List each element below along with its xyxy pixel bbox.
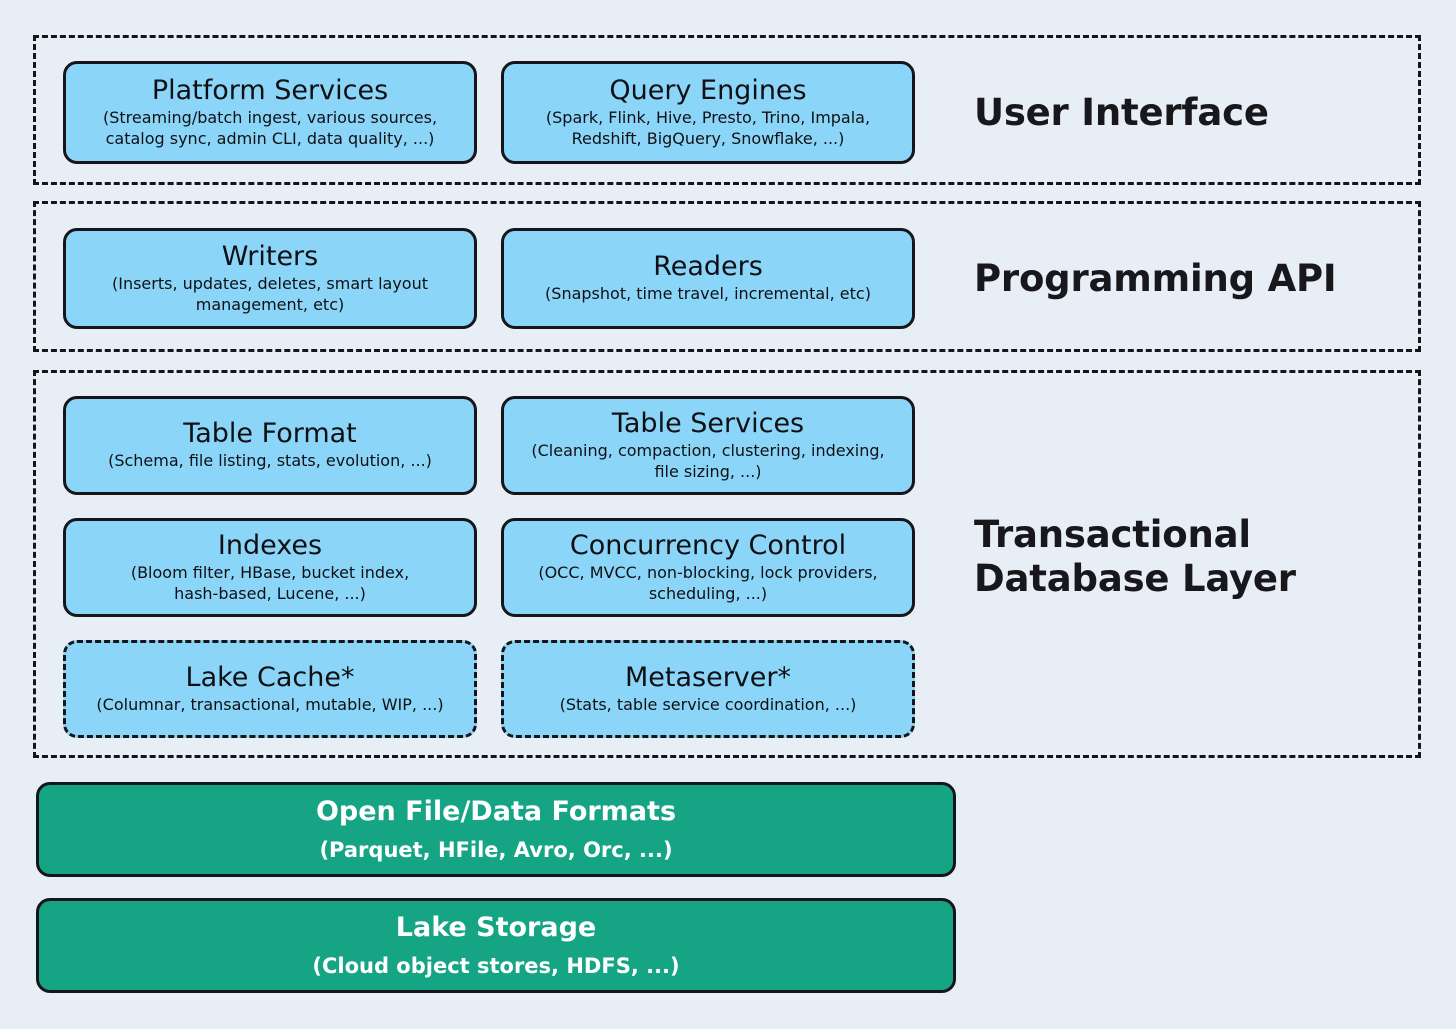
bar-title: Lake Storage [395,912,597,944]
bar-open-file-data-formats[interactable]: Open File/Data Formats (Parquet, HFile, … [36,782,956,877]
box-title: Table Services [611,407,805,439]
box-subtitle: (OCC, MVCC, non-blocking, lock providers… [538,562,878,604]
box-query-engines[interactable]: Query Engines (Spark, Flink, Hive, Prest… [501,61,915,164]
box-subtitle: (Cleaning, compaction, clustering, index… [531,440,885,482]
box-metaserver[interactable]: Metaserver* (Stats, table service coordi… [501,640,915,738]
box-title: Indexes [217,529,323,561]
section-label-transactional-database-layer: Transactional Database Layer [974,513,1296,600]
box-table-format[interactable]: Table Format (Schema, file listing, stat… [63,396,477,495]
section-programming-api [33,201,1421,352]
box-writers[interactable]: Writers (Inserts, updates, deletes, smar… [63,228,477,329]
box-title: Platform Services [151,74,389,106]
box-subtitle: (Columnar, transactional, mutable, WIP, … [96,694,444,714]
box-title: Metaserver* [624,661,791,693]
box-concurrency-control[interactable]: Concurrency Control (OCC, MVCC, non-bloc… [501,518,915,617]
box-table-services[interactable]: Table Services (Cleaning, compaction, cl… [501,396,915,495]
bar-subtitle: (Parquet, HFile, Avro, Orc, ...) [319,837,673,862]
box-subtitle: (Spark, Flink, Hive, Presto, Trino, Impa… [545,107,871,149]
box-readers[interactable]: Readers (Snapshot, time travel, incremen… [501,228,915,329]
section-transactional-database-layer [33,370,1421,758]
bar-title: Open File/Data Formats [315,796,677,828]
box-subtitle: (Inserts, updates, deletes, smart layout… [111,273,429,315]
section-label-user-interface: User Interface [974,91,1269,134]
box-title: Concurrency Control [569,529,847,561]
section-label-programming-api: Programming API [974,257,1337,300]
bar-lake-storage[interactable]: Lake Storage (Cloud object stores, HDFS,… [36,898,956,993]
box-title: Writers [221,240,319,272]
box-subtitle: (Stats, table service coordination, ...) [559,694,857,714]
box-title: Lake Cache* [185,661,355,693]
box-title: Readers [653,251,763,283]
box-platform-services[interactable]: Platform Services (Streaming/batch inges… [63,61,477,164]
bar-subtitle: (Cloud object stores, HDFS, ...) [312,953,680,978]
box-lake-cache[interactable]: Lake Cache* (Columnar, transactional, mu… [63,640,477,738]
box-title: Table Format [183,418,357,450]
box-subtitle: (Snapshot, time travel, incremental, etc… [545,284,871,304]
box-subtitle: (Bloom filter, HBase, bucket index, hash… [130,562,410,604]
box-title: Query Engines [609,74,807,106]
section-user-interface [33,35,1421,185]
box-subtitle: (Schema, file listing, stats, evolution,… [108,451,432,471]
box-indexes[interactable]: Indexes (Bloom filter, HBase, bucket ind… [63,518,477,617]
box-subtitle: (Streaming/batch ingest, various sources… [102,107,438,149]
